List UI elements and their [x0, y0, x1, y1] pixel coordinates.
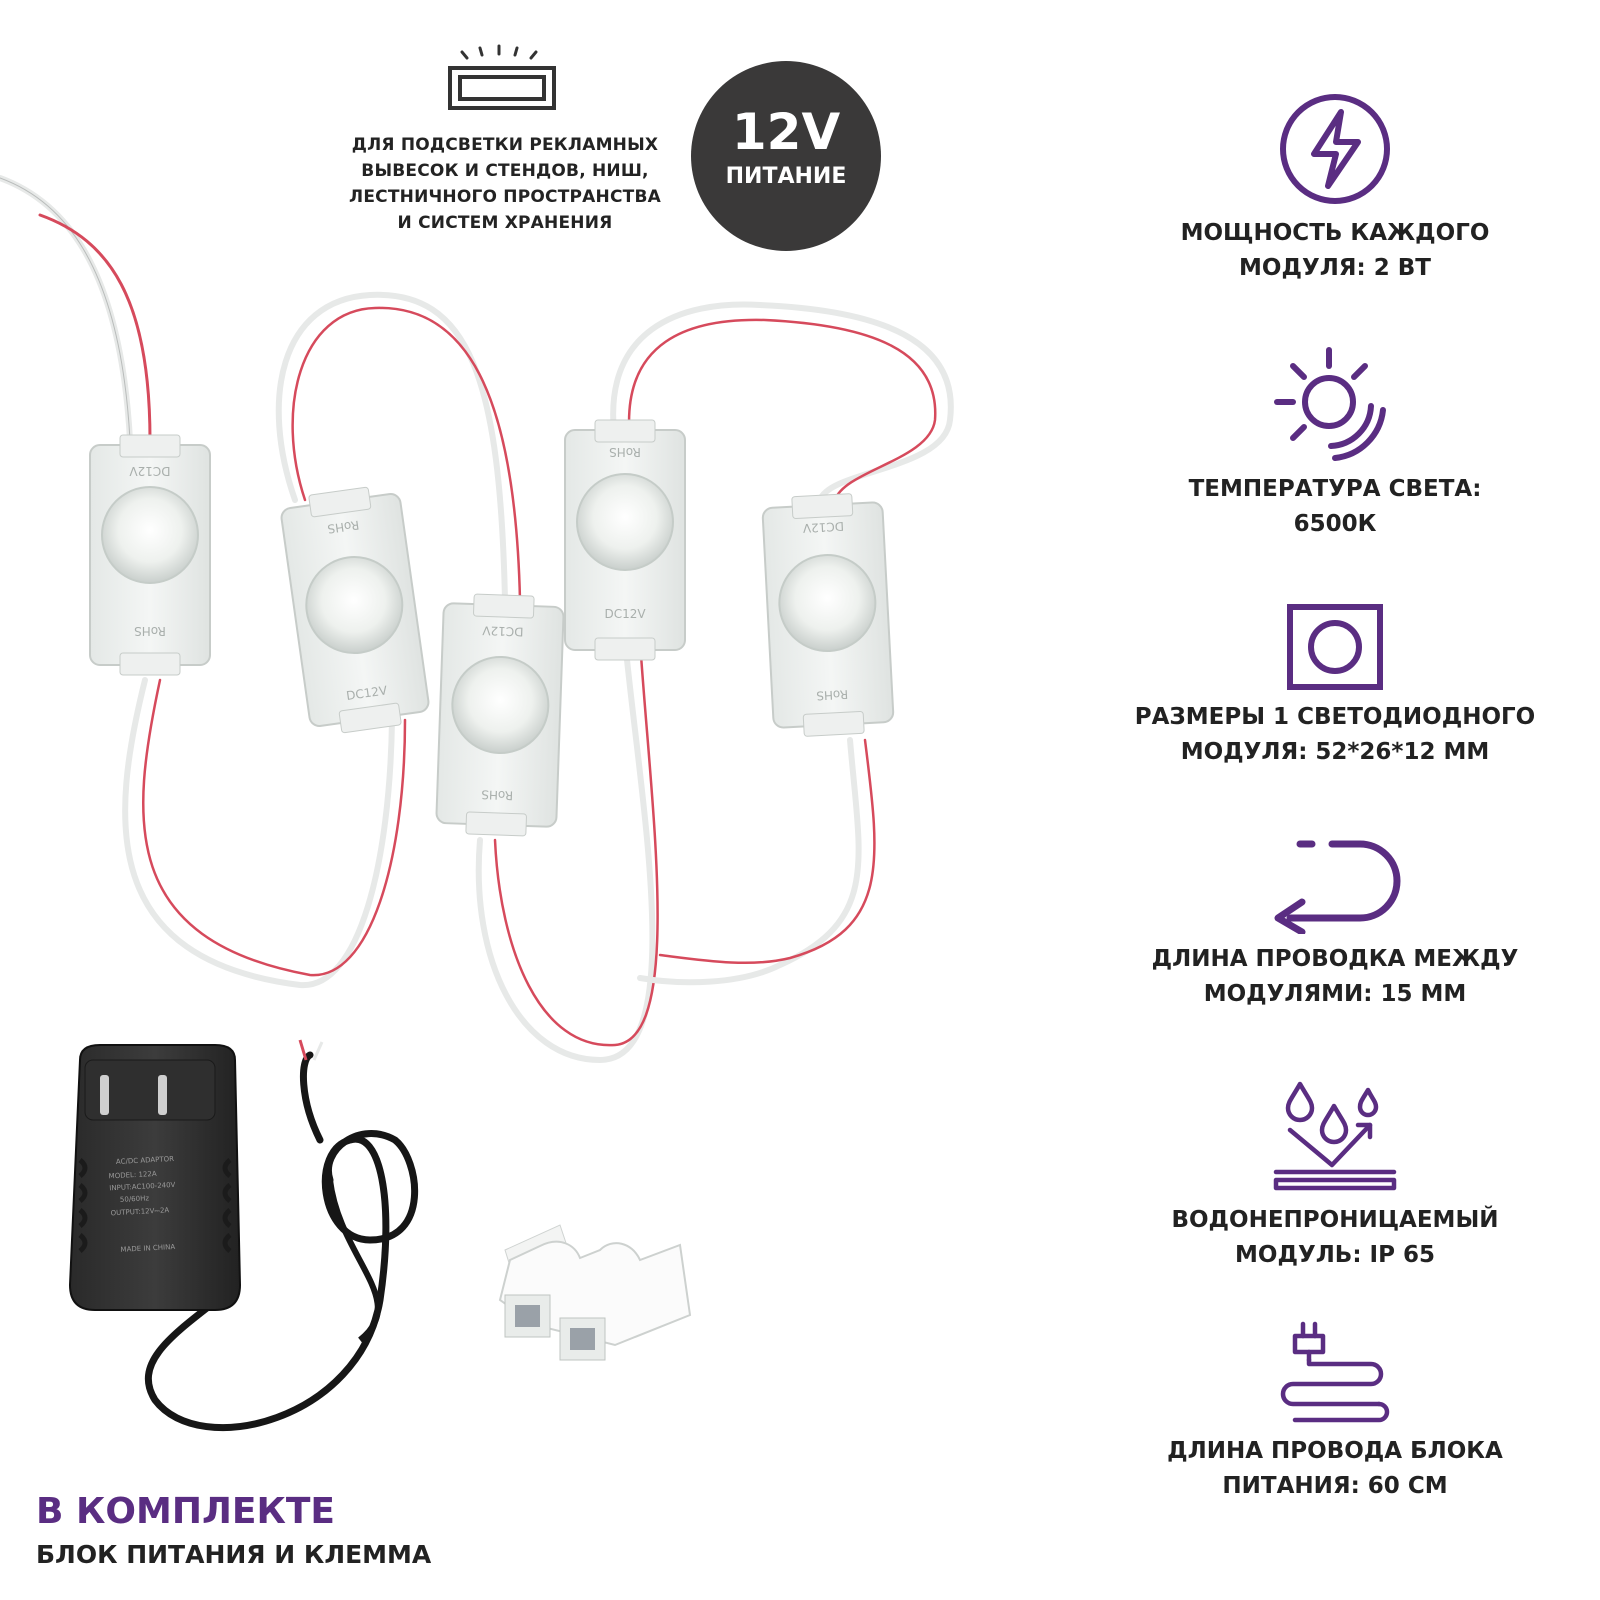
- adapter-label-line: AC/DC ADAPTOR: [116, 1155, 175, 1166]
- voltage-value: 12V: [731, 103, 841, 161]
- module-voltage-marking: DC12V: [604, 607, 646, 621]
- led-panel-icon: [448, 44, 556, 110]
- kit-subtitle: БЛОК ПИТАНИЯ И КЛЕММА: [36, 1540, 432, 1569]
- feature-adapter-cable-label: ДЛИНА ПРОВОДА БЛОКА ПИТАНИЯ: 60 СМ: [1167, 1438, 1503, 1499]
- purpose-description: ДЛЯ ПОДСВЕТКИ РЕКЛАМНЫХ ВЫВЕСОК И СТЕНДО…: [349, 135, 661, 233]
- module-voltage-marking: DC12V: [129, 464, 171, 478]
- module-rohs-marking: RoHS: [481, 787, 513, 802]
- square-circle-icon: [1287, 604, 1383, 690]
- module-rohs-marking: RoHS: [609, 445, 641, 459]
- led-module-5: DC12V RoHS: [761, 493, 895, 737]
- u-turn-arrow-icon: [1274, 840, 1401, 934]
- feature-power-label: МОЩНОСТЬ КАЖДОГО МОДУЛЯ: 2 ВТ: [1180, 220, 1490, 281]
- plug-cable-icon: [1280, 1321, 1390, 1423]
- led-module-1: DC12V RoHS: [89, 434, 211, 676]
- power-adapter: AC/DC ADAPTOR MODEL: 122A INPUT:AC100-24…: [68, 1039, 419, 1432]
- voltage-label: ПИТАНИЕ: [725, 164, 847, 189]
- module-rohs-marking: RoHS: [327, 518, 360, 536]
- module-rohs-marking: RoHS: [816, 687, 848, 703]
- lightning-icon: [1280, 94, 1390, 204]
- module-wires: [0, 175, 954, 1064]
- adapter-label-line: MODEL: 122A: [108, 1170, 157, 1181]
- adapter-label-line: INPUT:AC100-240V: [109, 1181, 176, 1192]
- voltage-badge: 12V ПИТАНИЕ: [691, 61, 881, 251]
- feature-list: МОЩНОСТЬ КАЖДОГО МОДУЛЯ: 2 ВТ ТЕМПЕРАТУР…: [1130, 90, 1540, 1530]
- feature-waterproof-label: ВОДОНЕПРОНИЦАЕМЫЙ МОДУЛЬ: IP 65: [1171, 1207, 1499, 1268]
- feature-color-temp: ТЕМПЕРАТУРА СВЕТА: 6500К: [1130, 346, 1540, 542]
- module-voltage-marking: DC12V: [481, 623, 523, 638]
- feature-size-label: РАЗМЕРЫ 1 СВЕТОДИОДНОГО МОДУЛЯ: 52*26*12…: [1134, 704, 1536, 765]
- feature-waterproof: ВОДОНЕПРОНИЦАЕМЫЙ МОДУЛЬ: IP 65: [1130, 1080, 1540, 1273]
- feature-adapter-cable: ДЛИНА ПРОВОДА БЛОКА ПИТАНИЯ: 60 СМ: [1130, 1316, 1540, 1504]
- terminal-clamp: [498, 1224, 692, 1361]
- led-module-3: DC12V RoHS: [435, 593, 565, 837]
- kit-title: В КОМПЛЕКТЕ: [36, 1491, 336, 1532]
- module-voltage-marking: DC12V: [802, 519, 845, 535]
- sun-icon: [1274, 347, 1386, 461]
- led-module-2: RoHS DC12V: [280, 486, 430, 734]
- module-voltage-marking: DC12V: [345, 683, 388, 703]
- feature-color-temp-label: ТЕМПЕРАТУРА СВЕТА: 6500К: [1188, 476, 1482, 537]
- adapter-label-line: MADE IN CHINA: [120, 1243, 175, 1254]
- feature-size: РАЗМЕРЫ 1 СВЕТОДИОДНОГО МОДУЛЯ: 52*26*12…: [1130, 602, 1540, 770]
- water-drops-icon: [1273, 1081, 1397, 1191]
- feature-power: МОЩНОСТЬ КАЖДОГО МОДУЛЯ: 2 ВТ: [1130, 90, 1540, 286]
- feature-wire-length-label: ДЛИНА ПРОВОДКА МЕЖДУ МОДУЛЯМИ: 15 ММ: [1151, 946, 1519, 1007]
- adapter-label-line: OUTPUT:12V⎓2A: [110, 1206, 169, 1217]
- feature-wire-length: ДЛИНА ПРОВОДКА МЕЖДУ МОДУЛЯМИ: 15 ММ: [1130, 834, 1540, 1012]
- module-rohs-marking: RoHS: [134, 624, 166, 638]
- led-module-4: RoHS DC12V: [564, 419, 686, 661]
- adapter-label-line: 50/60Hz: [120, 1194, 150, 1204]
